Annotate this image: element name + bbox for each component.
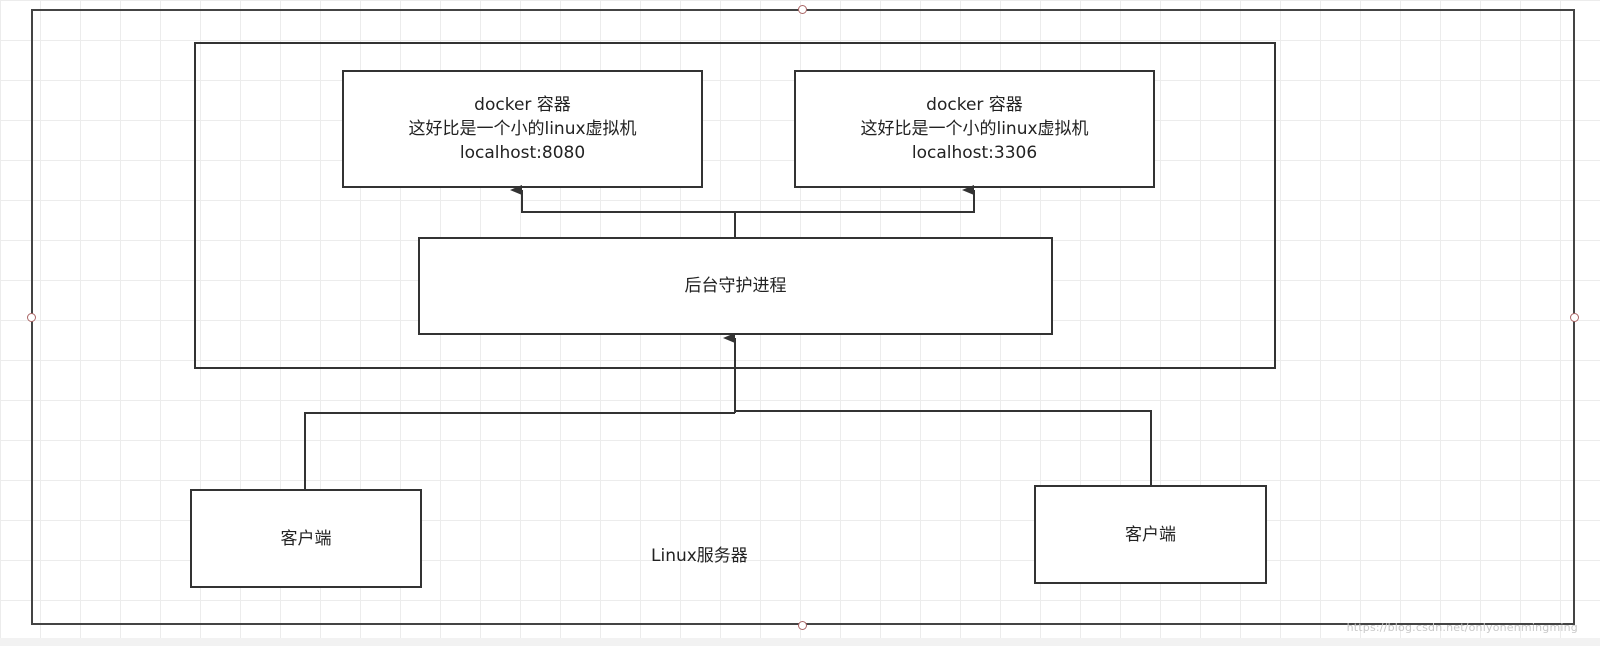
- client-box-left[interactable]: 客户端: [190, 489, 422, 588]
- server-label: Linux服务器: [651, 546, 748, 566]
- connector-client-right: [735, 410, 1152, 485]
- resize-handle-left[interactable]: [27, 313, 36, 322]
- client-label: 客户端: [280, 528, 332, 549]
- daemon-box[interactable]: 后台守护进程: [418, 237, 1053, 335]
- daemon-label: 后台守护进程: [684, 276, 787, 296]
- watermark-text: https://blog.csdn.net/onlyonenmingming: [1346, 621, 1578, 634]
- container-description: 这好比是一个小的linux虚拟机: [408, 119, 637, 139]
- container-address: localhost:8080: [459, 143, 586, 163]
- container-description: 这好比是一个小的linux虚拟机: [860, 119, 1089, 139]
- bottom-strip: [0, 638, 1600, 646]
- connector-to-container-3306: [735, 185, 975, 213]
- container-box-8080[interactable]: docker 容器 这好比是一个小的linux虚拟机 localhost:808…: [342, 70, 703, 188]
- container-title: docker 容器: [926, 95, 1023, 115]
- resize-handle-bottom[interactable]: [798, 621, 807, 630]
- connector-client-left: [304, 412, 735, 489]
- client-box-right[interactable]: 客户端: [1034, 485, 1267, 584]
- container-address: localhost:3306: [911, 143, 1038, 163]
- container-title: docker 容器: [474, 95, 571, 115]
- container-box-3306[interactable]: docker 容器 这好比是一个小的linux虚拟机 localhost:330…: [794, 70, 1155, 188]
- connector-to-container-8080: [510, 185, 735, 213]
- client-label: 客户端: [1125, 524, 1176, 545]
- resize-handle-right[interactable]: [1570, 313, 1579, 322]
- resize-handle-top[interactable]: [798, 5, 807, 14]
